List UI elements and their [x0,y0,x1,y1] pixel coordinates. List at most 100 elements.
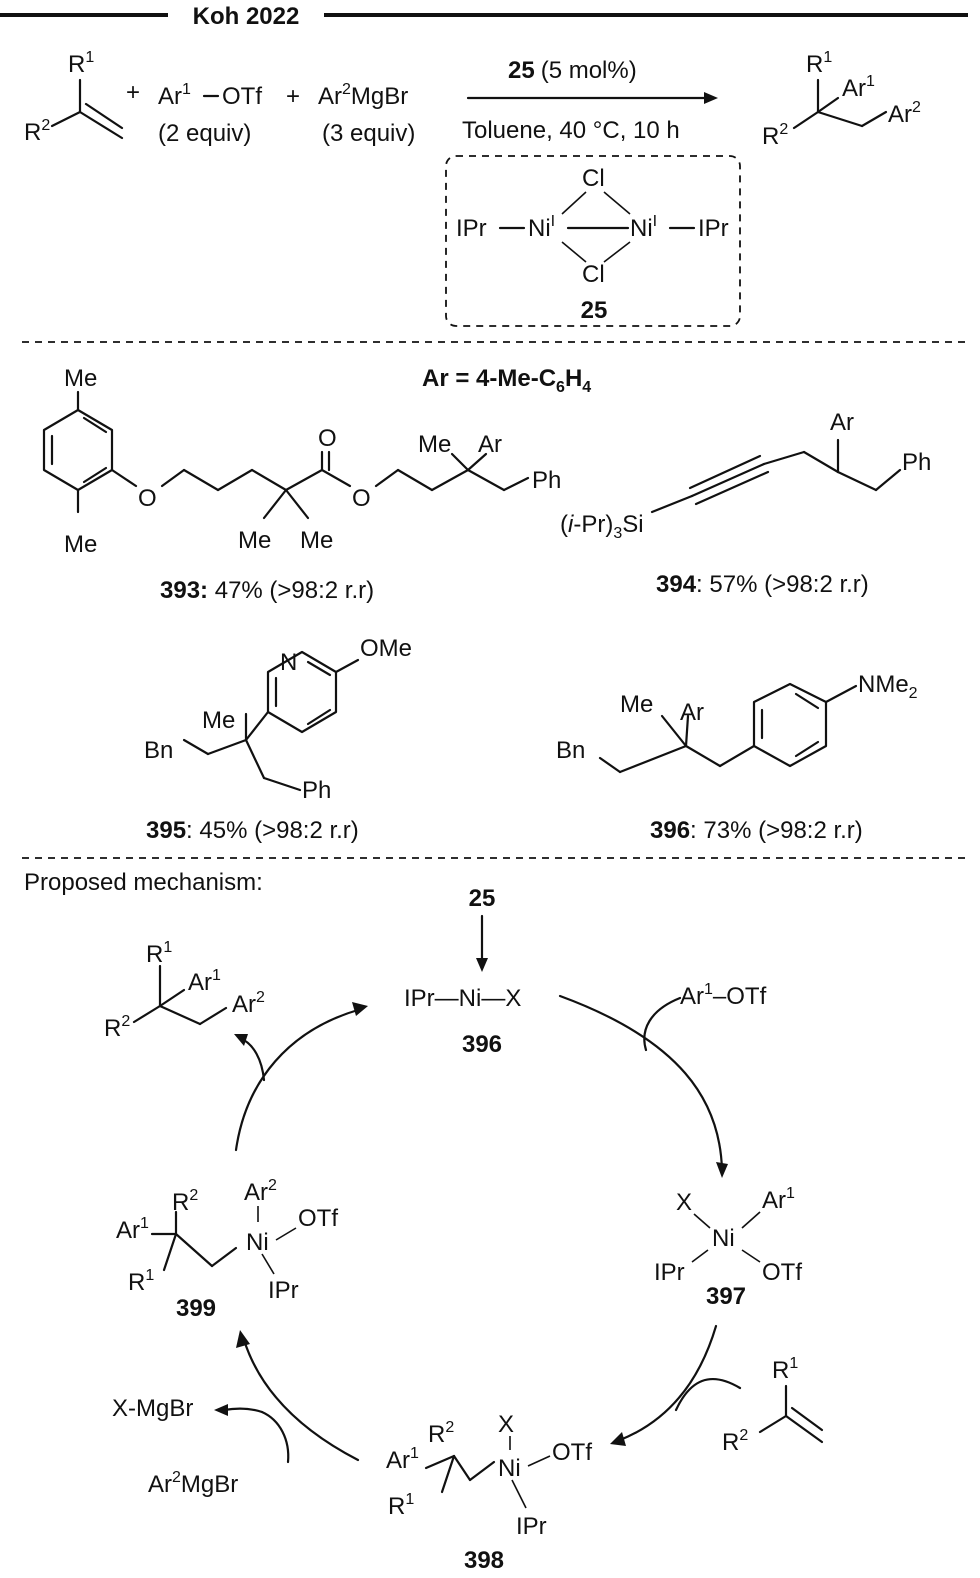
svg-text:OMe: OMe [360,635,412,662]
alkene-entry-arrow [674,1378,742,1412]
reaction-equation: R1 R2 + Ar1 OTf (2 equiv) + Ar2MgBr (3 e… [24,49,921,327]
svg-text:R2: R2 [172,1187,198,1216]
svg-text:R1: R1 [146,939,172,968]
svg-text:R2: R2 [428,1419,454,1448]
grignard-reactant: Ar2MgBr (3 equiv) [318,81,415,147]
svg-text:IPr: IPr [516,1513,547,1540]
svg-text:399: 399 [176,1295,216,1322]
byproduct: X-MgBr [112,1395,193,1422]
svg-text:R1: R1 [68,49,94,78]
cycle-arrow-transmetalation [242,1338,360,1462]
svg-text:IPr: IPr [698,215,729,242]
svg-text:Me: Me [64,365,97,392]
ar-definition: Ar = 4-Me-C6H4 [422,365,591,396]
mechanism: Proposed mechanism: 25 IPr—Ni—X 396 Ar1–… [24,869,824,1574]
svg-text:R1: R1 [128,1267,154,1296]
svg-text:OTf: OTf [762,1259,802,1286]
svg-text:X: X [498,1411,514,1438]
svg-text:NMe2: NMe2 [858,671,918,702]
catalyst-box: Cl Cl IPr NiI NiI IPr 25 [445,155,741,327]
svg-text:NiI: NiI [528,213,555,242]
svg-text:R2: R2 [24,117,50,146]
intermediate-398: Ar1 R2 R1 X Ni OTf IPr 398 [386,1411,592,1574]
svg-text:Ar: Ar [830,409,854,436]
header-title: Koh 2022 [193,3,300,30]
svg-text:Me: Me [418,431,451,458]
svg-text:IPr: IPr [268,1277,299,1304]
intermediate-396: IPr—Ni—X 396 [404,985,521,1058]
plus-sign: + [126,79,140,106]
svg-text:R2: R2 [104,1013,130,1042]
svg-text:Me: Me [238,527,271,554]
svg-text:Ar1: Ar1 [116,1215,149,1244]
byproduct-arrow [222,1407,264,1414]
svg-text:Ph: Ph [302,777,331,804]
svg-text:Ar: Ar [680,699,704,726]
svg-text:Ph: Ph [532,467,561,494]
svg-text:O: O [352,485,371,512]
svg-text:OTf: OTf [552,1439,592,1466]
svg-text:R2: R2 [762,121,788,150]
compound-394: Ar Ph (i-Pr)3Si 394: 57% (>98:2 r.r) [560,409,931,598]
svg-text:OTf: OTf [222,83,262,110]
intermediate-397: X Ar1 Ni IPr OTf 397 [654,1185,802,1310]
svg-text:Me: Me [300,527,333,554]
svg-text:Ni: Ni [246,1229,269,1256]
grignard-equiv: (3 equiv) [322,120,415,147]
svg-text:R1: R1 [806,49,832,78]
grignard-reagent: Ar2MgBr [148,1469,238,1498]
reaction-arrow: 25(5 mol%) Toluene, 40 °C, 10 h [462,57,718,144]
svg-text:IPr: IPr [456,215,487,242]
compound-396-label: 396: 73% (>98:2 r.r) [650,817,863,844]
cycle-arrow-insertion [618,1324,718,1442]
svg-text:Ar2: Ar2 [244,1177,277,1206]
svg-text:NiI: NiI [630,213,657,242]
svg-text:X: X [676,1189,692,1216]
svg-text:Ar2MgBr: Ar2MgBr [318,81,408,110]
compound-395: N OMe Me Bn Ph 395: 45% (>98:2 r.r) [144,635,412,844]
svg-text:Ar1: Ar1 [842,73,875,102]
svg-text:(i-Pr)3Si: (i-Pr)3Si [560,511,644,542]
svg-text:IPr: IPr [654,1259,685,1286]
cycle-arrow-oxidative-addition [558,994,724,1172]
reagent-entry-arrow [643,996,682,1052]
alkene-reactant: R1 R2 [24,49,124,146]
header: Koh 2022 [0,3,968,30]
compound-396-scope: NMe2 Me Ar Bn 396: 73% (>98:2 r.r) [556,671,918,844]
svg-text:R1: R1 [388,1491,414,1520]
svg-text:Me: Me [202,707,235,734]
svg-text:Cl: Cl [582,165,605,192]
conditions: Toluene, 40 °C, 10 h [462,117,680,144]
aryl-triflate-equiv: (2 equiv) [158,120,251,147]
compound-394-label: 394: 57% (>98:2 r.r) [656,571,869,598]
svg-text:Ar1: Ar1 [762,1185,795,1214]
svg-text:O: O [318,425,337,452]
start-catalyst: 25 [469,885,496,912]
svg-text:OTf: OTf [298,1205,338,1232]
svg-text:Ar1: Ar1 [386,1445,419,1474]
svg-text:Bn: Bn [556,737,585,764]
svg-text:Ph: Ph [902,449,931,476]
svg-text:25(5 mol%): 25(5 mol%) [508,57,637,84]
aryl-triflate-reactant: Ar1 OTf (2 equiv) [158,81,262,147]
compound-393-label: 393: 47% (>98:2 r.r) [160,577,374,604]
svg-text:Ar2: Ar2 [232,989,265,1018]
intermediate-399: R2 Ar1 R1 Ar2 Ni OTf IPr 399 [116,1177,338,1322]
plus-sign: + [286,83,300,110]
mechanism-product: R1 Ar1 R2 Ar2 [104,939,265,1042]
svg-text:O: O [138,485,157,512]
mechanism-title: Proposed mechanism: [24,869,263,896]
cycle-arrow-reductive-elimination [234,1008,360,1152]
svg-text:Ni: Ni [712,1225,735,1252]
svg-text:N: N [280,649,297,676]
svg-text:Cl: Cl [582,261,605,288]
svg-text:Ar2: Ar2 [888,99,921,128]
svg-text:Me: Me [64,531,97,558]
svg-text:Ar: Ar [478,431,502,458]
mechanism-alkene: R1 R2 [722,1355,824,1456]
svg-text:IPr—Ni—X: IPr—Ni—X [404,985,521,1012]
svg-text:Bn: Bn [144,737,173,764]
transmetalation-reagent-arrow [260,1410,290,1464]
svg-text:396: 396 [462,1031,502,1058]
